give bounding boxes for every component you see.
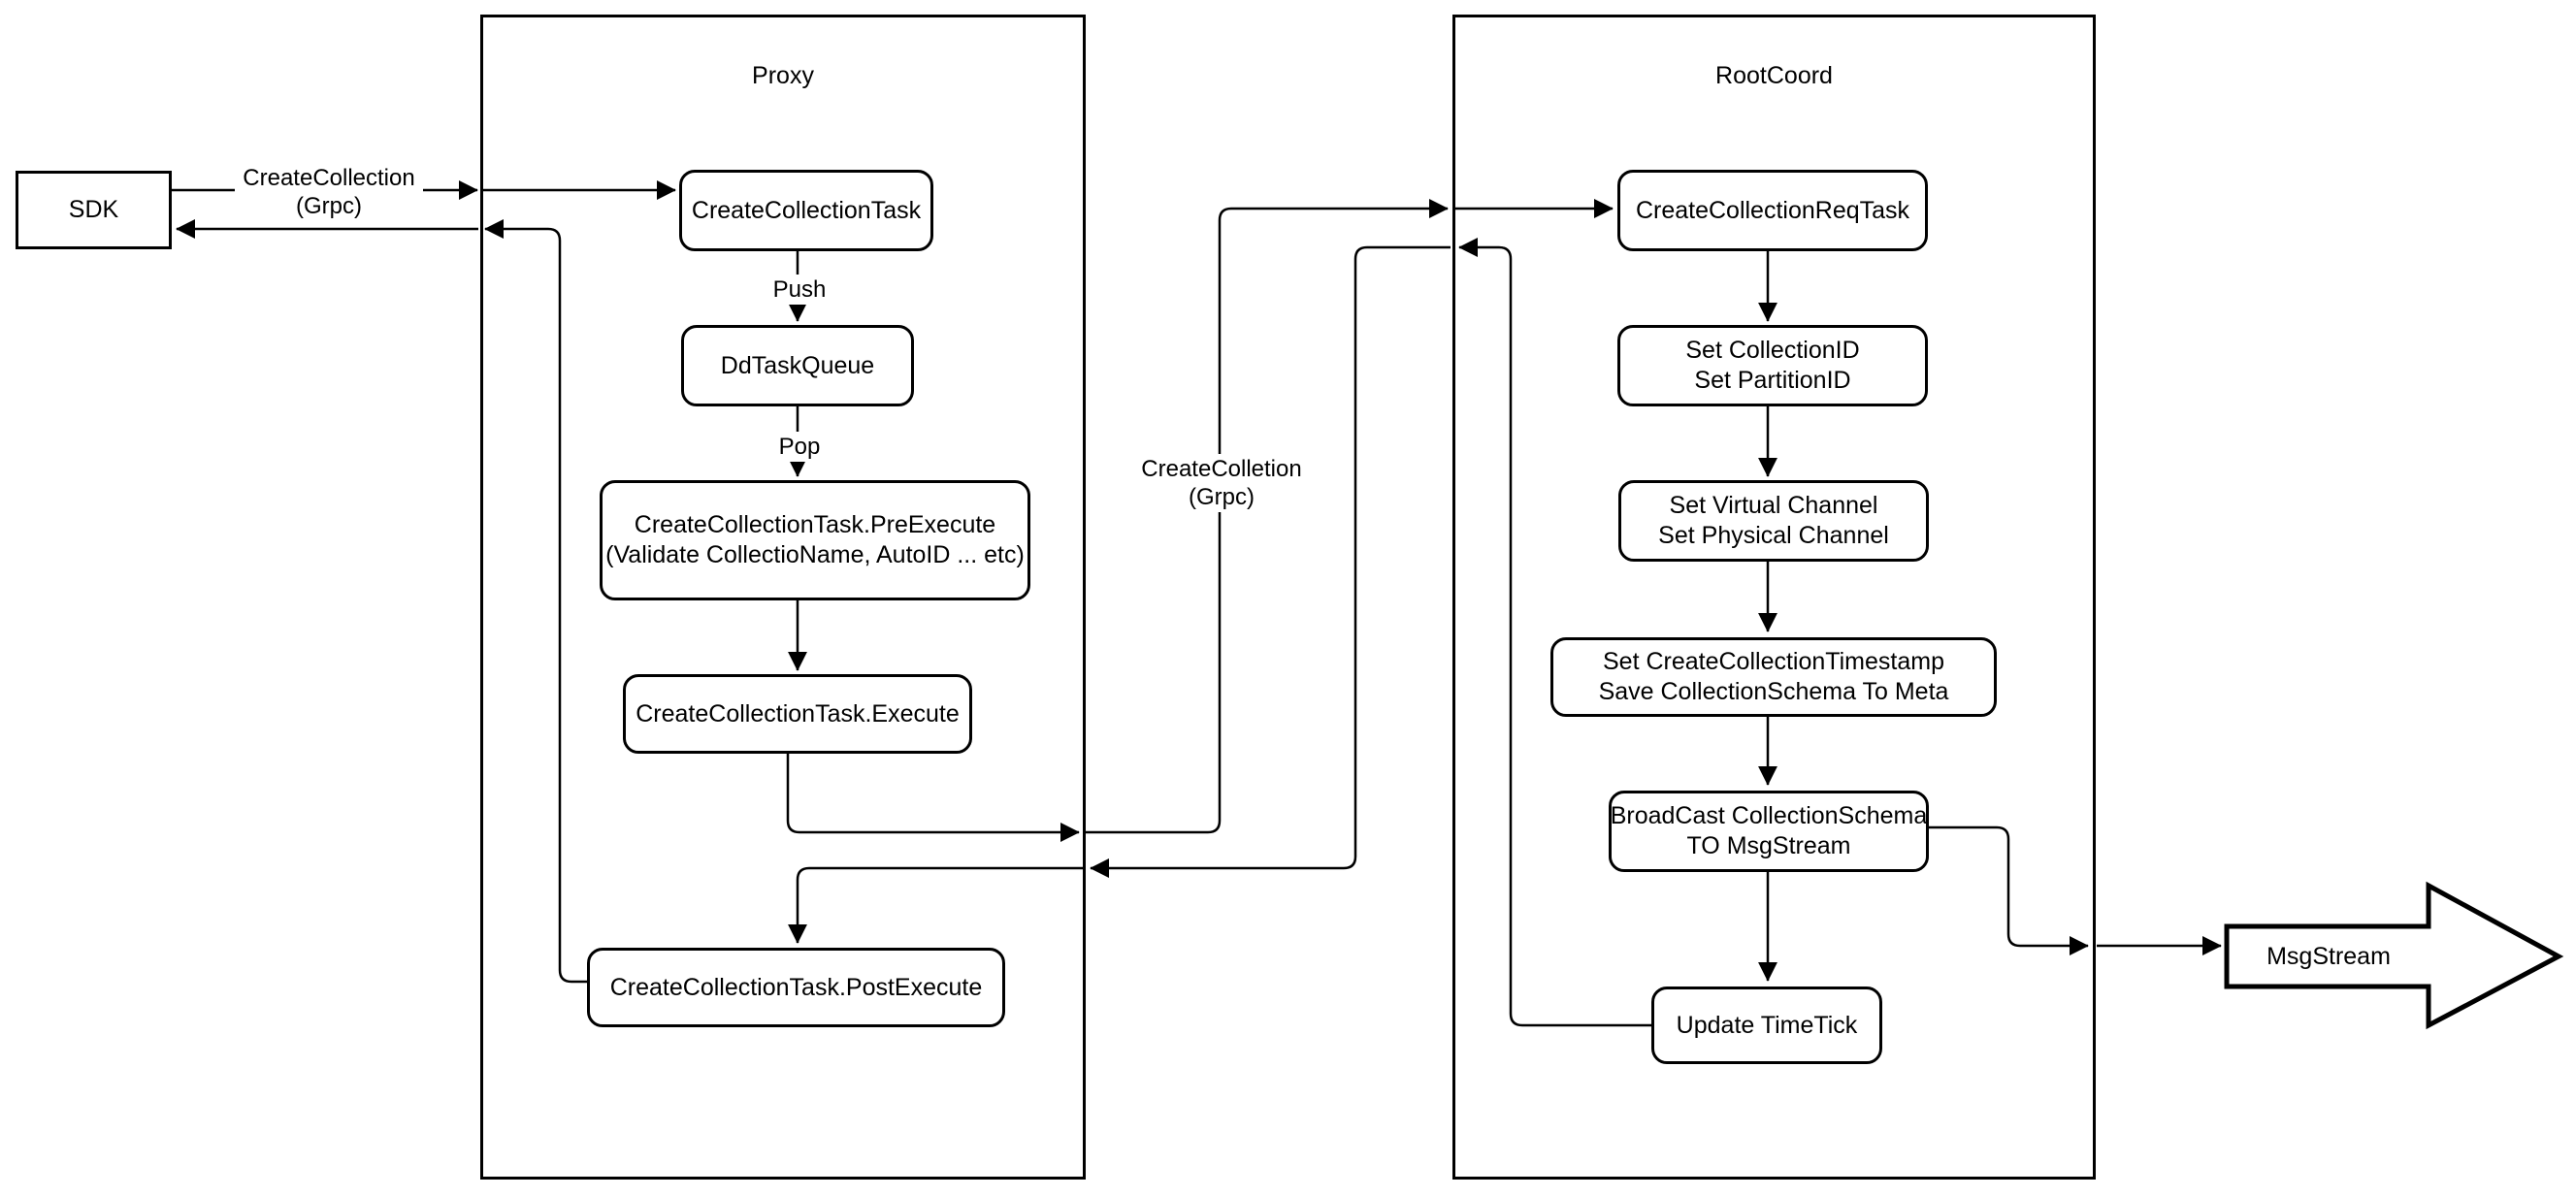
node-label: CreateCollectionTask.PostExecute	[609, 973, 983, 1001]
node-label: CreateCollectionTask	[691, 196, 922, 224]
rootcoord-container-title: RootCoord	[1715, 62, 1833, 89]
node-label: CreateCollectionReqTask	[1635, 196, 1910, 224]
msgstream-arrow-shape	[2224, 881, 2564, 1030]
edge-label-grpc-forward: CreateColletion (Grpc)	[1127, 454, 1316, 512]
rootcoord-container	[1452, 15, 2096, 1180]
edge-label-push: Push	[759, 275, 840, 305]
node-label-line2: TO MsgStream	[1686, 832, 1851, 859]
node-label-line1: Set Virtual Channel	[1669, 492, 1878, 519]
node-label: CreateCollectionTask.Execute	[636, 699, 960, 728]
edge-label-grpc-request: CreateCollection (Grpc)	[235, 163, 423, 221]
edge-proxy-border-to-postexecute	[788, 866, 1084, 944]
node-label: SDK	[68, 196, 119, 223]
node-create-collection-task: CreateCollectionTask	[679, 170, 933, 251]
edge-broadcast-to-rootcoord-border	[1929, 825, 2089, 955]
proxy-container-title: Proxy	[752, 62, 814, 89]
node-set-timestamp-save-schema: Set CreateCollectionTimestamp Save Colle…	[1550, 637, 1997, 717]
node-set-channels: Set Virtual Channel Set Physical Channel	[1618, 480, 1929, 562]
node-pre-execute: CreateCollectionTask.PreExecute (Validat…	[600, 480, 1030, 600]
edge-label-line2: (Grpc)	[1189, 484, 1255, 510]
node-label: Update TimeTick	[1676, 1011, 1858, 1039]
node-label: DdTaskQueue	[720, 351, 875, 379]
edge-postexecute-to-proxy-border	[484, 219, 587, 984]
edge-label-line1: CreateCollection	[243, 165, 415, 191]
node-label-line1: Set CreateCollectionTimestamp	[1603, 648, 1944, 675]
edge-label-pop: Pop	[759, 432, 840, 462]
node-label-line2: Set Physical Channel	[1658, 522, 1889, 549]
proxy-container	[480, 15, 1086, 1180]
node-create-collection-req-task: CreateCollectionReqTask	[1617, 170, 1928, 251]
node-set-collection-partition-id: Set CollectionID Set PartitionID	[1617, 325, 1928, 406]
node-label-line1: Set CollectionID	[1685, 337, 1860, 364]
node-dd-task-queue: DdTaskQueue	[681, 325, 914, 406]
edge-rootcoord-border-to-proxy-border-return	[1090, 245, 1451, 878]
node-label-line2: Set PartitionID	[1694, 367, 1851, 394]
node-execute: CreateCollectionTask.Execute	[623, 674, 972, 754]
edge-execute-to-proxy-border	[786, 754, 1080, 842]
edge-updatetimetick-to-rootcoord-border	[1458, 238, 1651, 1027]
edge-label-line2: (Grpc)	[296, 193, 362, 219]
node-label-line1: CreateCollectionTask.PreExecute	[634, 511, 996, 538]
edge-proxy-border-to-rootcoord-border	[1086, 199, 1449, 834]
node-broadcast-schema: BroadCast CollectionSchema TO MsgStream	[1609, 791, 1929, 872]
msgstream-label: MsgStream	[2266, 943, 2391, 970]
node-post-execute: CreateCollectionTask.PostExecute	[587, 948, 1005, 1027]
node-label-line2: Save CollectionSchema To Meta	[1598, 678, 1949, 705]
edge-label-line1: CreateColletion	[1141, 456, 1302, 482]
node-label-line1: BroadCast CollectionSchema	[1610, 802, 1928, 829]
node-label-line2: (Validate CollectioName, AutoID ... etc)	[605, 541, 1025, 568]
node-sdk: SDK	[16, 171, 172, 249]
node-update-time-tick: Update TimeTick	[1651, 987, 1882, 1064]
